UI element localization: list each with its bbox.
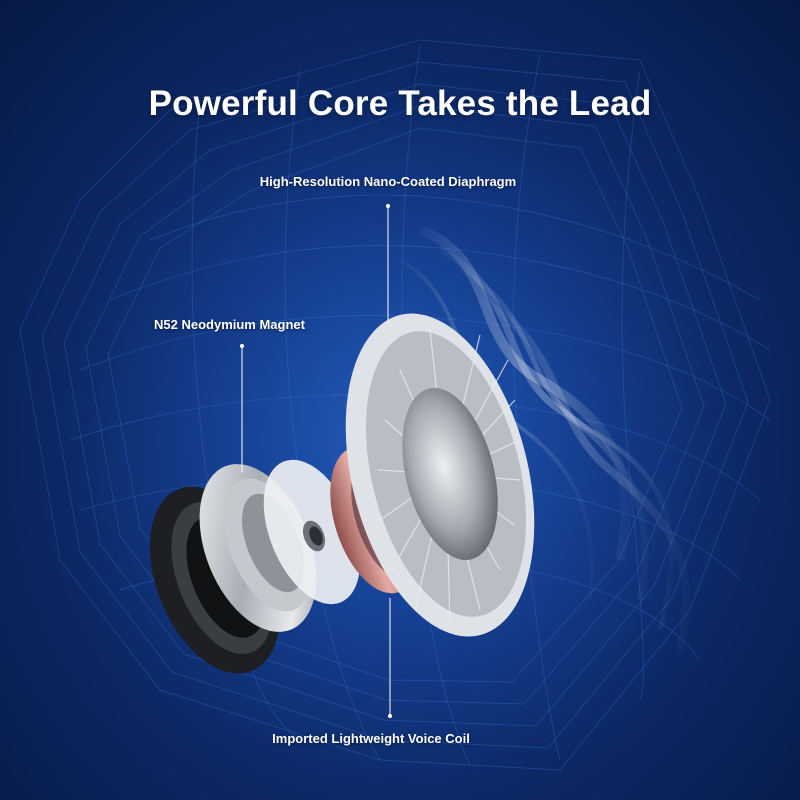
diaphragm-icon <box>345 313 535 637</box>
callout-voice-coil: Imported Lightweight Voice Coil <box>272 731 470 746</box>
callout-leader-lines <box>240 204 392 718</box>
page-title: Powerful Core Takes the Lead <box>148 84 652 123</box>
callout-diaphragm: High-Resolution Nano-Coated Diaphragm <box>259 174 517 189</box>
callout-magnet: N52 Neodymium Magnet <box>154 317 305 332</box>
sound-wave-swirl-icon <box>399 225 691 651</box>
